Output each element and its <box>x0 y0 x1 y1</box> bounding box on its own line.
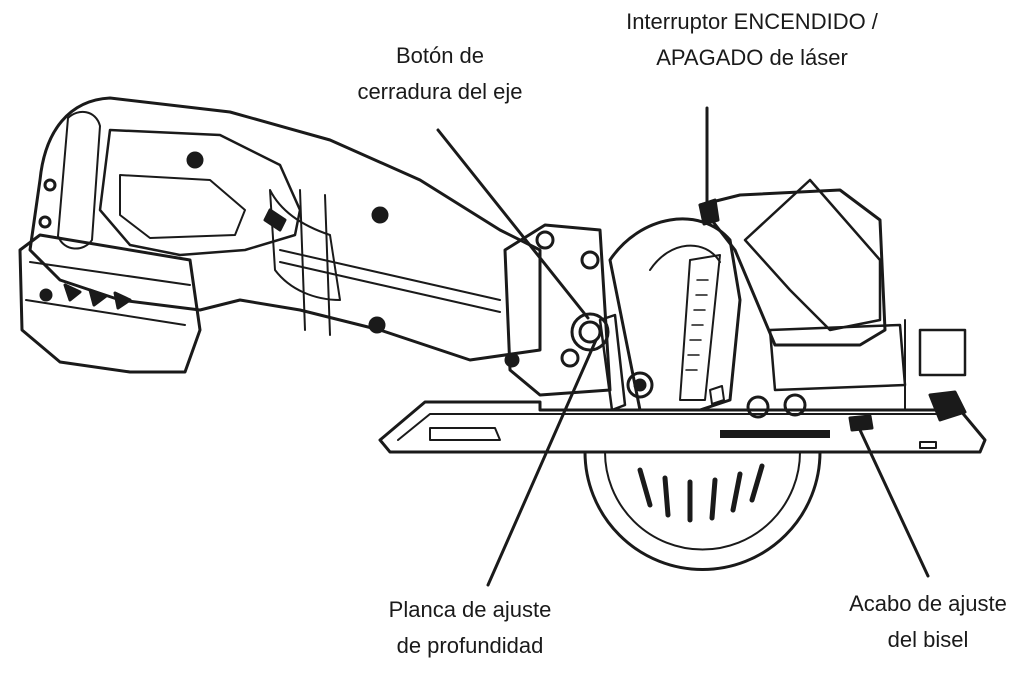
blade-guard <box>598 217 742 412</box>
label-bevel-knob-line-2: del bisel <box>887 627 969 652</box>
saw-blade <box>583 450 822 571</box>
handle-body <box>18 96 542 374</box>
label-depth-lever-line-1: Planca de ajuste <box>388 597 552 622</box>
label-bevel-knob-line-1: Acabo de ajuste <box>849 591 1007 616</box>
leader-lines <box>436 106 930 587</box>
laser-module <box>698 178 967 432</box>
label-shaft-lock-line-1: Botón de <box>395 43 485 68</box>
leader-depth-lever <box>486 338 598 587</box>
label-shaft-lock: Botón de cerradura del eje <box>330 38 550 110</box>
label-laser-switch-line-2: APAGADO de láser <box>656 45 848 70</box>
label-laser-switch-line-1: Interruptor ENCENDIDO / <box>626 9 878 34</box>
label-shaft-lock-line-2: cerradura del eje <box>357 79 523 104</box>
leader-shaft-lock <box>436 128 590 320</box>
leader-bevel-knob <box>858 428 930 578</box>
label-laser-switch: Interruptor ENCENDIDO / APAGADO de láser <box>592 4 912 76</box>
label-depth-lever-line-2: de profundidad <box>396 633 544 658</box>
label-depth-lever: Planca de ajuste de profundidad <box>350 592 590 664</box>
motor-housing <box>503 223 612 397</box>
label-bevel-knob: Acabo de ajuste del bisel <box>828 586 1028 658</box>
